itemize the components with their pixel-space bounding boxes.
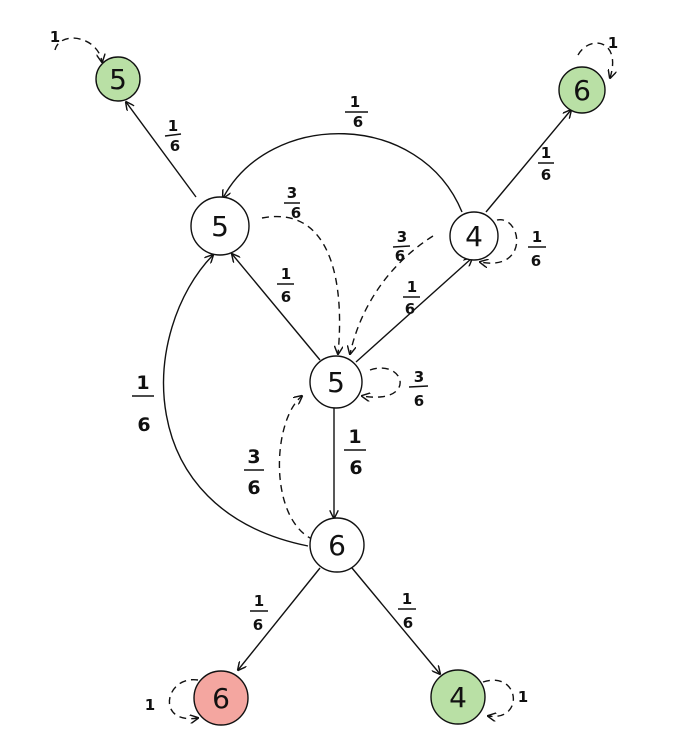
self-loop-center: [362, 367, 401, 397]
label-right-self-den: 6: [531, 252, 541, 270]
label-lower-to-botright: 1 6: [398, 590, 416, 632]
label-left-to-topleft-den: 6: [170, 137, 180, 155]
label-right-self-num: 1: [532, 228, 542, 246]
edge-right-to-topright: [485, 110, 571, 213]
edge-left-to-topleft: [126, 102, 197, 198]
label-right-self: 1 6: [528, 228, 546, 270]
label-center-self: 3 6: [408, 368, 429, 410]
label-lower-to-botright-den: 6: [403, 614, 413, 632]
node-bottom-left-label: 6: [212, 682, 230, 715]
self-loop-top-left: [54, 37, 102, 62]
label-center-to-right: 1 6: [403, 278, 420, 318]
label-center-to-lower-den: 6: [349, 457, 362, 479]
label-right-to-topright-num: 1: [541, 144, 551, 162]
label-left-dashed: 3 6: [284, 184, 301, 222]
node-right-label: 4: [465, 220, 483, 253]
label-bottom-left-self: 1: [145, 696, 155, 714]
label-top-right-self: 1: [608, 34, 618, 52]
edge-center-to-left: [232, 254, 321, 361]
node-top-right: 6: [558, 66, 606, 114]
label-left-to-topleft: 1 6: [164, 117, 182, 155]
label-right-to-topright-den: 6: [541, 166, 551, 184]
node-left: 5: [190, 196, 250, 256]
edge-arc-right-to-left: [223, 132, 463, 213]
edge-dashed-right-to-center: [350, 235, 434, 354]
label-top-left-self: 1: [50, 28, 60, 46]
edge-center-to-right: [355, 258, 472, 363]
node-left-label: 5: [211, 210, 229, 243]
edge-lower-to-botright: [351, 567, 440, 674]
label-left-dashed-den: 6: [291, 204, 301, 222]
label-left-dashed-num: 3: [287, 184, 297, 202]
label-lower-to-botleft: 1 6: [250, 592, 268, 634]
node-bottom-right-label: 4: [449, 681, 467, 714]
node-lower: 6: [309, 517, 365, 573]
label-lower-dashed-den: 6: [247, 477, 260, 499]
node-center: 5: [309, 355, 363, 409]
self-loop-top-right: [577, 42, 613, 78]
label-arc-left: 1 6: [132, 372, 154, 436]
edge-dashed-lower-to-center: [278, 396, 315, 541]
label-right-dashed-num: 3: [397, 228, 407, 246]
label-bottom-right-self: 1: [518, 688, 528, 706]
edge-arc-lower-to-left: [162, 255, 309, 547]
node-top-left: 5: [95, 56, 141, 102]
label-arc-top: 1 6: [345, 93, 368, 131]
label-arc-top-den: 6: [353, 113, 363, 131]
node-bottom-left: 6: [193, 670, 249, 726]
label-center-to-left-num: 1: [281, 265, 291, 283]
label-arc-left-num: 1: [136, 372, 149, 394]
label-lower-dashed-num: 3: [247, 446, 260, 468]
label-arc-top-num: 1: [350, 93, 360, 111]
label-lower-to-botleft-num: 1: [254, 592, 264, 610]
node-bottom-right: 4: [430, 669, 486, 725]
node-lower-label: 6: [328, 529, 346, 562]
self-loop-bottom-left: [168, 679, 198, 719]
label-center-to-lower: 1 6: [344, 426, 366, 479]
label-center-to-left-den: 6: [281, 288, 291, 306]
label-right-to-topright: 1 6: [538, 144, 554, 184]
label-lower-dashed: 3 6: [244, 446, 264, 499]
label-right-dashed: 3 6: [392, 228, 411, 265]
edge-lower-to-botleft: [238, 567, 321, 670]
node-top-left-label: 5: [109, 63, 127, 96]
node-right: 4: [449, 211, 499, 261]
label-right-dashed-den: 6: [395, 247, 405, 265]
node-top-right-label: 6: [573, 74, 591, 107]
label-center-to-lower-num: 1: [348, 426, 361, 448]
label-lower-to-botright-num: 1: [402, 590, 412, 608]
label-center-self-den: 6: [414, 392, 424, 410]
label-left-to-topleft-num: 1: [168, 117, 178, 135]
label-lower-to-botleft-den: 6: [253, 616, 263, 634]
label-center-to-right-den: 6: [405, 300, 415, 318]
edge-dashed-left-to-center: [261, 215, 340, 354]
node-center-label: 5: [327, 366, 345, 399]
label-center-self-num: 3: [414, 368, 424, 386]
label-center-to-left: 1 6: [277, 265, 294, 306]
self-loop-bottom-right: [482, 679, 514, 716]
label-center-to-right-num: 1: [407, 278, 417, 296]
label-arc-left-den: 6: [137, 414, 150, 436]
